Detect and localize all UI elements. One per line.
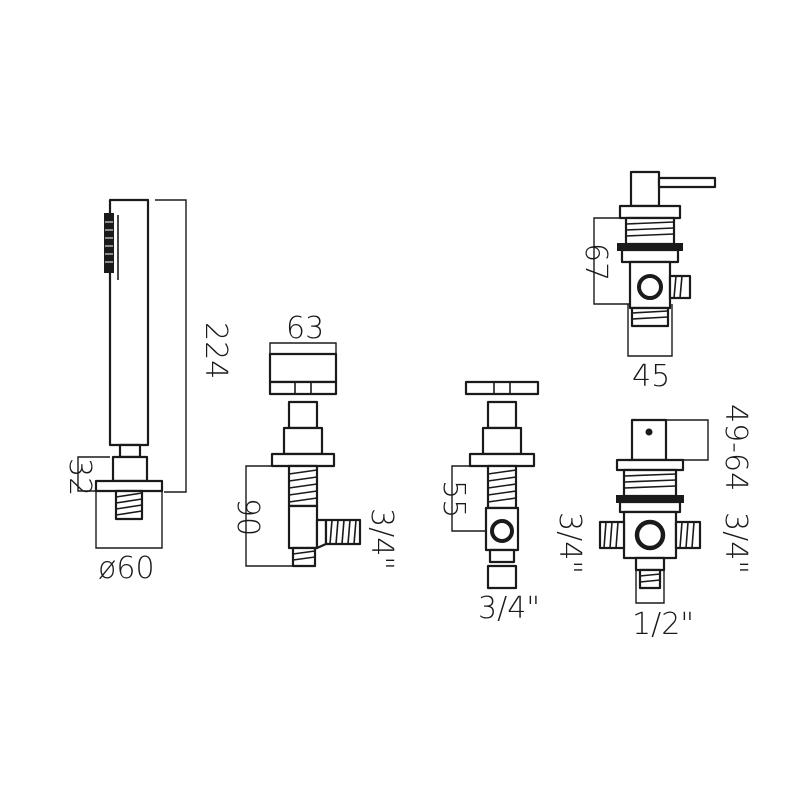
valve-left-elbow — [315, 518, 328, 550]
valve-center-bonnet — [481, 426, 523, 456]
mixer-tail — [638, 568, 662, 590]
diverter: 67 45 — [578, 170, 717, 394]
label-67: 67 — [578, 243, 613, 281]
valve-center-spindle — [486, 400, 518, 430]
valve-left: 63 90 3/4" — [230, 311, 399, 570]
valve-left-handle-cross — [268, 380, 338, 396]
valve-left-spindle — [287, 400, 319, 430]
dim-line-45 — [627, 304, 673, 357]
label-inlet-left: 3/4" — [552, 512, 587, 574]
dim-line-half-inch — [635, 570, 665, 604]
diverter-cap — [629, 170, 661, 208]
label-224: 224 — [198, 322, 233, 379]
valve-left-bonnet — [282, 426, 324, 456]
mixer-nut — [618, 500, 682, 514]
label-63: 63 — [286, 311, 324, 346]
diverter-port — [637, 274, 663, 300]
mixer-flange — [615, 458, 685, 472]
label-55: 55 — [436, 480, 471, 518]
dim-line-32 — [77, 456, 110, 492]
dim-line-60 — [95, 491, 163, 549]
diverter-thread-lines — [625, 221, 675, 237]
diverter-lever — [657, 176, 717, 189]
valve-center-thread-lines — [487, 469, 517, 503]
hose-connector — [118, 443, 142, 459]
valve-center-flange — [468, 452, 536, 468]
label-32: 32 — [62, 458, 97, 496]
dim-line-224 — [155, 199, 187, 493]
valve-left-outlet-thread-lines — [329, 519, 357, 545]
label-49-64: 49-64 — [718, 404, 753, 491]
valve-left-flange — [270, 452, 336, 468]
mixer-port — [634, 519, 666, 551]
label-45: 45 — [632, 359, 670, 394]
valve-center-tail — [486, 564, 518, 590]
mixer-indicator-dot — [645, 428, 653, 436]
valve-center-port — [490, 519, 514, 543]
valve-left-body — [287, 504, 319, 550]
mixer: 1/2" 49-64 3/4" 3/4" — [552, 404, 753, 642]
label-inlet-right: 3/4" — [718, 512, 753, 574]
dim-line-90 — [245, 465, 293, 567]
mixer-neck — [634, 556, 666, 572]
label-diameter-60: ø60 — [98, 551, 155, 586]
label-outlet-mixer: 1/2" — [632, 607, 694, 642]
spray-nozzles — [104, 213, 114, 273]
label-90: 90 — [230, 498, 265, 536]
dim-line-55 — [451, 465, 486, 532]
diverter-flange — [618, 204, 682, 220]
dim-line-63 — [269, 342, 337, 354]
handset-body — [108, 198, 150, 447]
hand-shower: 224 32 ø60 — [62, 198, 233, 586]
label-outlet-center: 3/4" — [478, 591, 540, 626]
valve-center-handle — [464, 380, 540, 396]
valve-left-thread-lines — [288, 469, 318, 503]
handset-thread-lines — [115, 492, 143, 516]
valve-left-handle-top — [268, 352, 338, 384]
dim-line-67 — [593, 217, 630, 305]
label-outlet-left: 3/4" — [364, 508, 399, 570]
mixer-top-block — [630, 418, 668, 462]
hose-nut — [111, 455, 149, 483]
valve-center-neck — [488, 548, 516, 564]
valve-center: 55 3/4" — [436, 380, 540, 626]
handset-base — [94, 479, 164, 493]
mixer-thread-lines — [623, 473, 677, 489]
diverter-nut — [620, 248, 680, 264]
dim-line-49-64 — [666, 419, 709, 461]
